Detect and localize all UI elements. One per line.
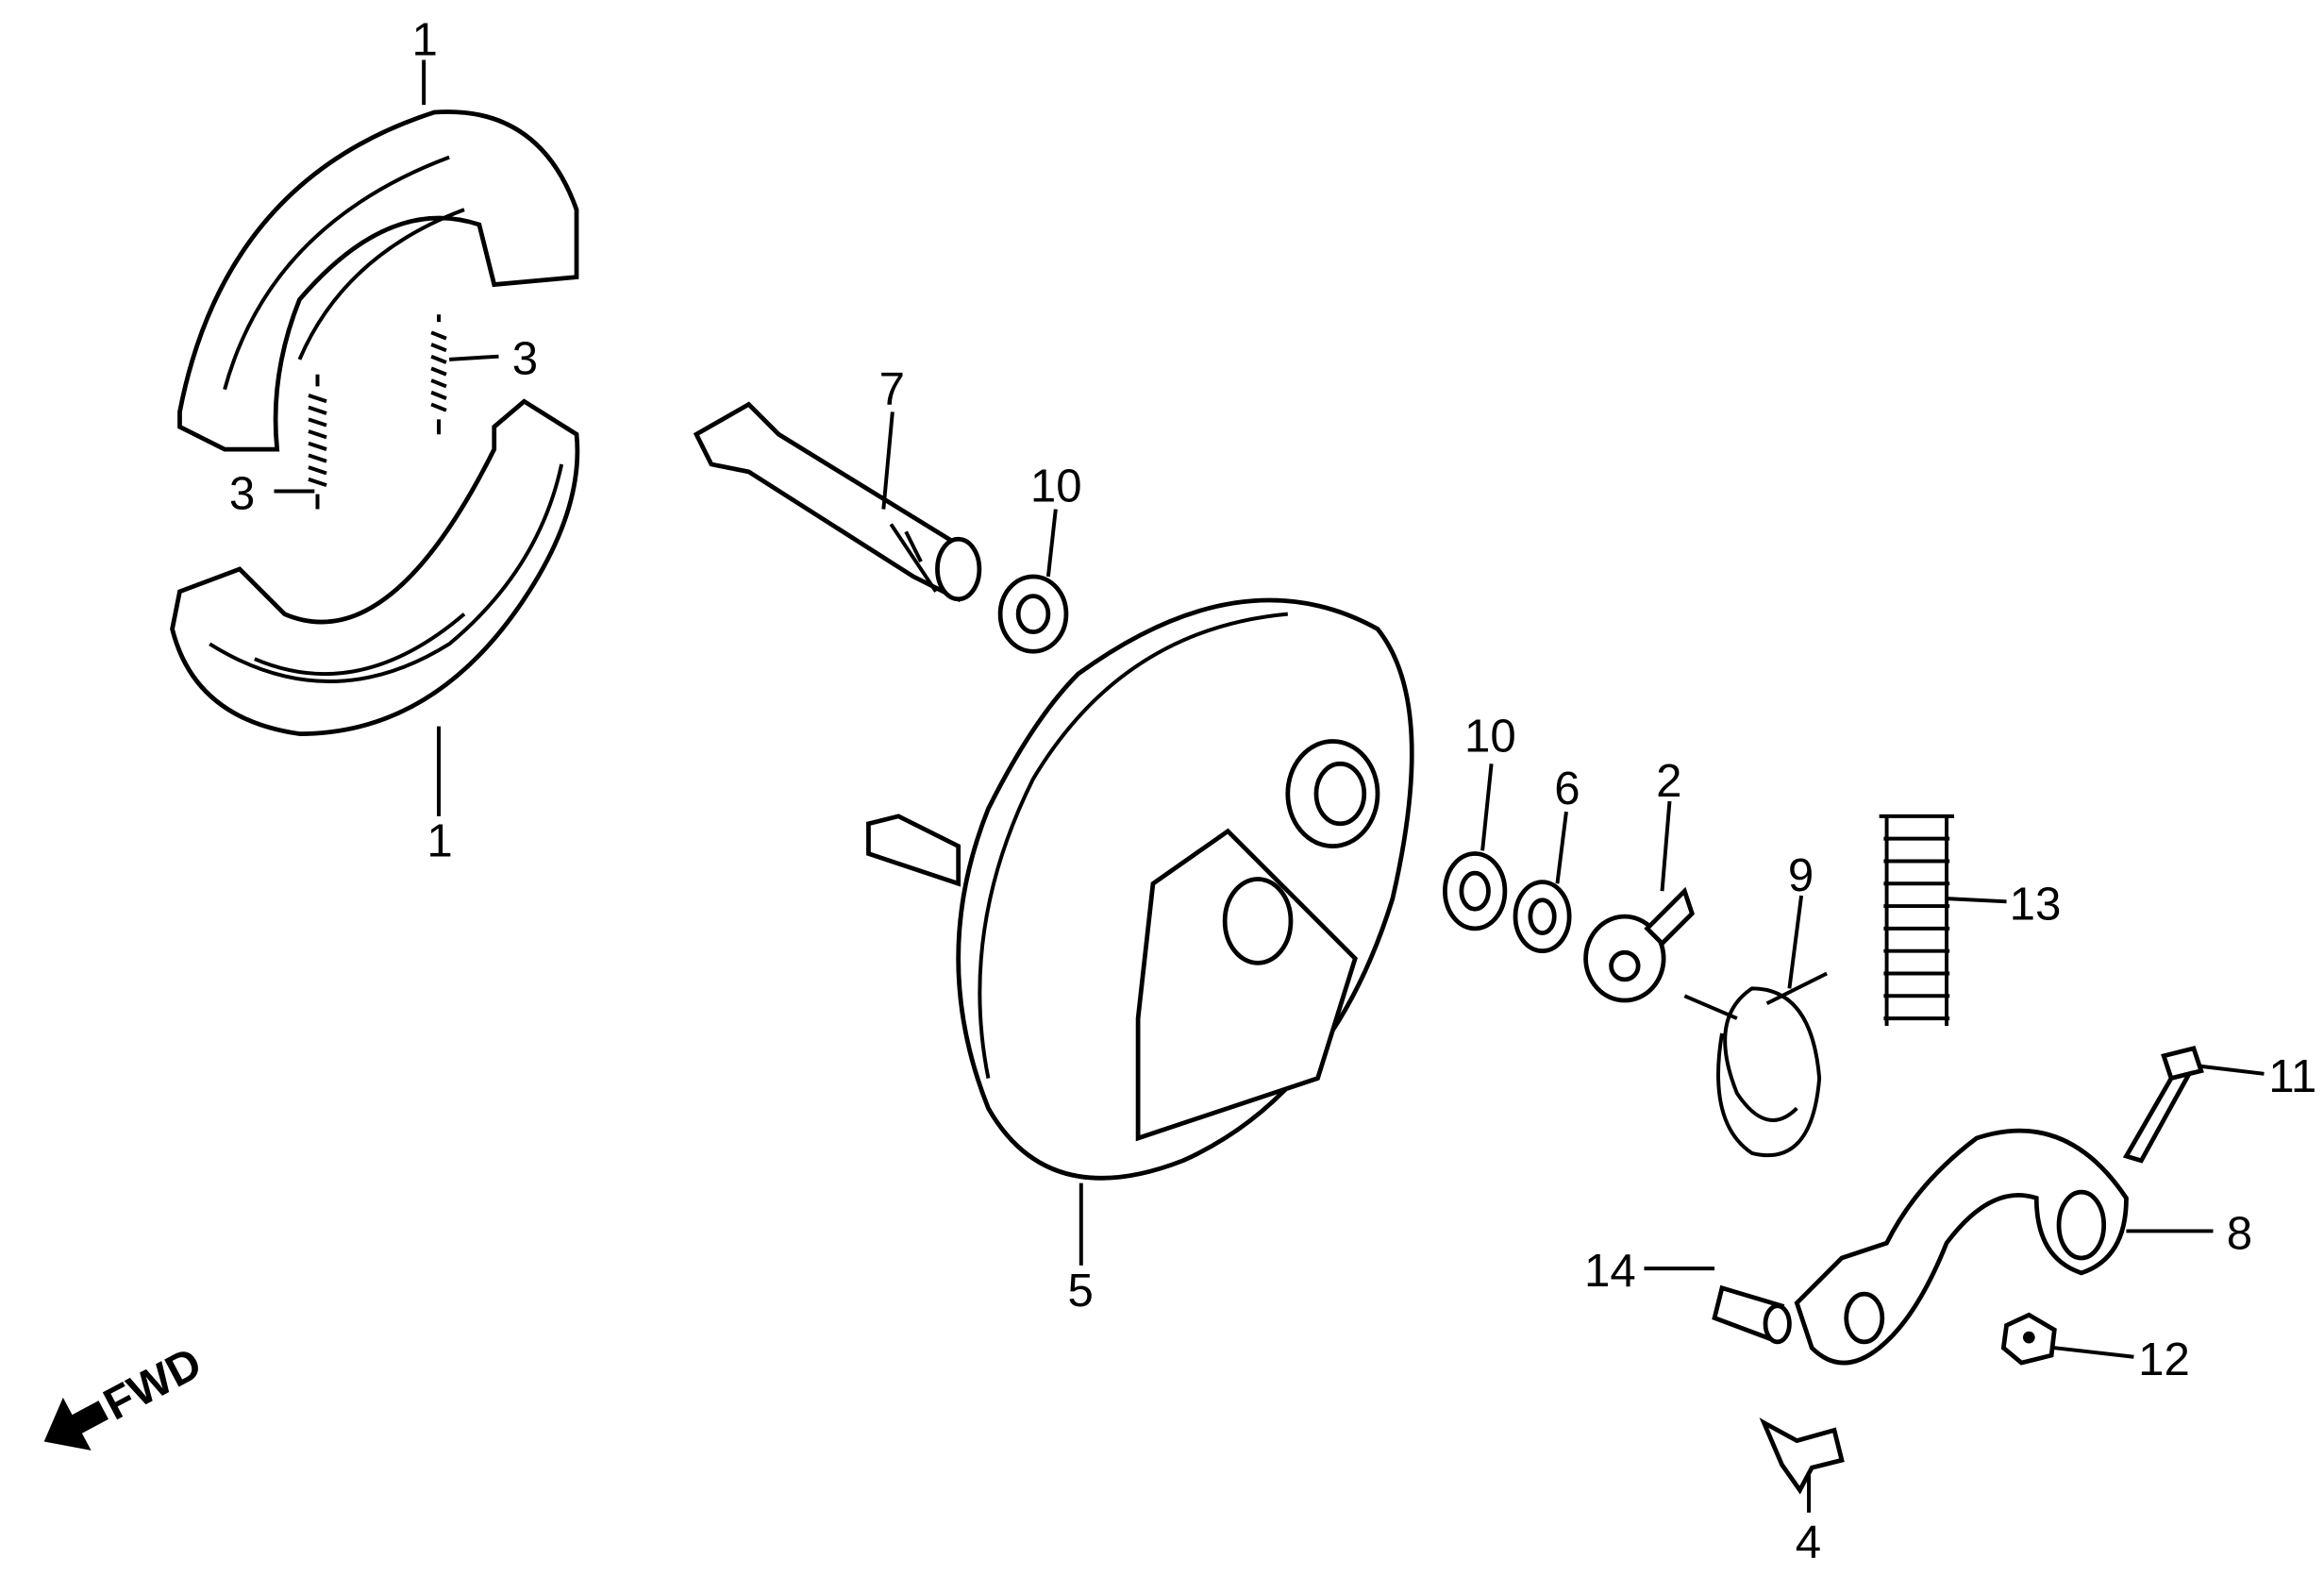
label-spring-right: 3 <box>512 333 538 385</box>
brake-shoe-top <box>177 109 579 452</box>
label-return-spring: 9 <box>1788 849 1814 901</box>
label-brake-arm: 8 <box>2227 1207 2252 1259</box>
brake-arm <box>1794 1128 2129 1366</box>
joint-pin <box>1712 1284 1792 1345</box>
oil-seal-upper <box>997 574 1069 654</box>
label-wing-nut: 4 <box>1796 1516 1821 1568</box>
label-joint-pin: 14 <box>1584 1245 1636 1297</box>
label-brake-panel: 5 <box>1068 1265 1094 1317</box>
bolt <box>2122 1045 2204 1164</box>
felt-seal <box>1513 880 1572 954</box>
label-shoe-bottom: 1 <box>426 815 452 867</box>
coil-spring <box>1879 814 1954 1027</box>
arrow-left-icon <box>43 1397 109 1451</box>
label-spring-left: 3 <box>229 468 255 520</box>
fwd-label: FWD <box>96 1338 210 1431</box>
fwd-direction-indicator: FWD <box>43 1338 210 1451</box>
oil-seal-lower <box>1443 851 1508 931</box>
wing-nut <box>1759 1418 1845 1495</box>
label-bolt: 11 <box>2268 1050 2316 1102</box>
nut <box>2000 1312 2057 1366</box>
return-spring <box>1683 971 1828 1158</box>
brake-panel <box>866 597 1414 1181</box>
label-coil-spring: 13 <box>2010 878 2062 930</box>
leader-lines <box>274 59 2265 1513</box>
spring-left <box>308 374 327 510</box>
brake-cam <box>693 401 982 603</box>
brake-shoe-bottom <box>170 398 580 736</box>
label-cam: 7 <box>879 362 905 414</box>
label-shoe-top: 1 <box>411 14 437 66</box>
label-wear-indicator: 2 <box>1656 755 1681 807</box>
wear-indicator-plate <box>1583 886 1695 1003</box>
label-seal-upper: 10 <box>1030 461 1082 512</box>
label-seal-lower: 10 <box>1464 711 1516 763</box>
label-nut: 12 <box>2138 1334 2190 1385</box>
label-felt-seal: 6 <box>1554 763 1580 814</box>
spring-right <box>430 314 447 435</box>
